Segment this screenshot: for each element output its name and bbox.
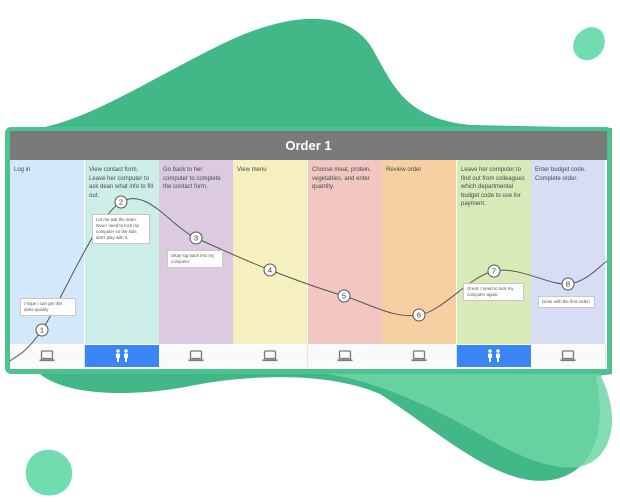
step-marker-4: 4 xyxy=(263,263,277,277)
journey-title: Order 1 xyxy=(10,131,607,160)
step-marker-circle xyxy=(487,264,501,278)
step-marker-6: 6 xyxy=(412,308,426,322)
stage-label: Log in xyxy=(14,167,31,173)
step-marker-1: 1 xyxy=(35,323,49,337)
stage-footer-1 xyxy=(10,345,85,367)
stage-label: View contact form. Leave her computer to… xyxy=(89,167,154,199)
thought-note-8: Done with the first order! xyxy=(538,296,595,308)
step-marker-circle xyxy=(35,323,49,337)
stage-column-7: Leave her computer to find out from coll… xyxy=(457,160,532,344)
people-icon xyxy=(486,349,502,363)
step-number: 8 xyxy=(566,280,570,289)
step-number: 5 xyxy=(342,292,346,301)
laptop-icon xyxy=(39,350,55,362)
stage-footer-8 xyxy=(531,345,606,367)
bottom-left-blob xyxy=(25,449,73,496)
step-number: 6 xyxy=(417,311,421,320)
stage-footer-4 xyxy=(233,345,308,367)
stage-column-5: Choose meat, protein, vegetables, and en… xyxy=(308,160,383,344)
step-marker-3: 3 xyxy=(189,231,203,245)
top-right-blob xyxy=(573,27,605,61)
lower-light-blob xyxy=(300,372,613,468)
step-number: 3 xyxy=(194,234,198,243)
step-number: 2 xyxy=(119,198,123,207)
step-marker-8: 8 xyxy=(561,277,575,291)
laptop-icon xyxy=(337,350,353,362)
laptop-icon xyxy=(411,350,427,362)
step-marker-circle xyxy=(337,289,351,303)
thought-note-2: Let me ask the dean. Now I need to lock … xyxy=(92,214,150,244)
stage-label: Review order xyxy=(386,167,422,173)
step-number: 4 xyxy=(268,266,272,275)
step-marker-2: 2 xyxy=(114,195,128,209)
step-marker-circle xyxy=(561,277,575,291)
laptop-icon xyxy=(262,350,278,362)
step-marker-circle xyxy=(263,263,277,277)
thought-note-7: Great, I need to lock my computer again. xyxy=(463,283,524,301)
thought-note-1: I hope I can get this done quickly xyxy=(20,298,76,316)
experience-curve: 1 2 3 4 5 6 7 8 xyxy=(9,195,608,362)
step-number: 1 xyxy=(40,326,44,335)
stage-label: Go back to her computer to complete the … xyxy=(163,167,221,191)
step-marker-5: 5 xyxy=(337,289,351,303)
stage-footer-6 xyxy=(382,345,457,367)
step-marker-circle xyxy=(114,195,128,209)
stage-label: View menu xyxy=(237,167,267,173)
stage-column-2: View contact form. Leave her computer to… xyxy=(85,160,160,344)
stage-column-8: Enter budget code. Complete order. xyxy=(531,160,606,344)
people-icon xyxy=(114,349,130,363)
stage-label: Leave her computer to find out from coll… xyxy=(461,167,525,208)
laptop-icon xyxy=(188,350,204,362)
thought-note-3: Okay log back into my computer. xyxy=(167,250,223,268)
stage-label: Choose meat, protein, vegetables, and en… xyxy=(312,167,372,191)
step-marker-7: 7 xyxy=(487,264,501,278)
stage-column-4: View menu xyxy=(233,160,308,344)
step-number: 7 xyxy=(492,267,496,276)
stage-label: Enter budget code. Complete order. xyxy=(535,167,586,182)
step-marker-circle xyxy=(412,308,426,322)
curve-line xyxy=(9,198,608,362)
laptop-icon xyxy=(560,350,576,362)
journey-map-panel: Order 1 Log in View contact form. Leave h… xyxy=(9,131,608,369)
step-marker-circle xyxy=(189,231,203,245)
